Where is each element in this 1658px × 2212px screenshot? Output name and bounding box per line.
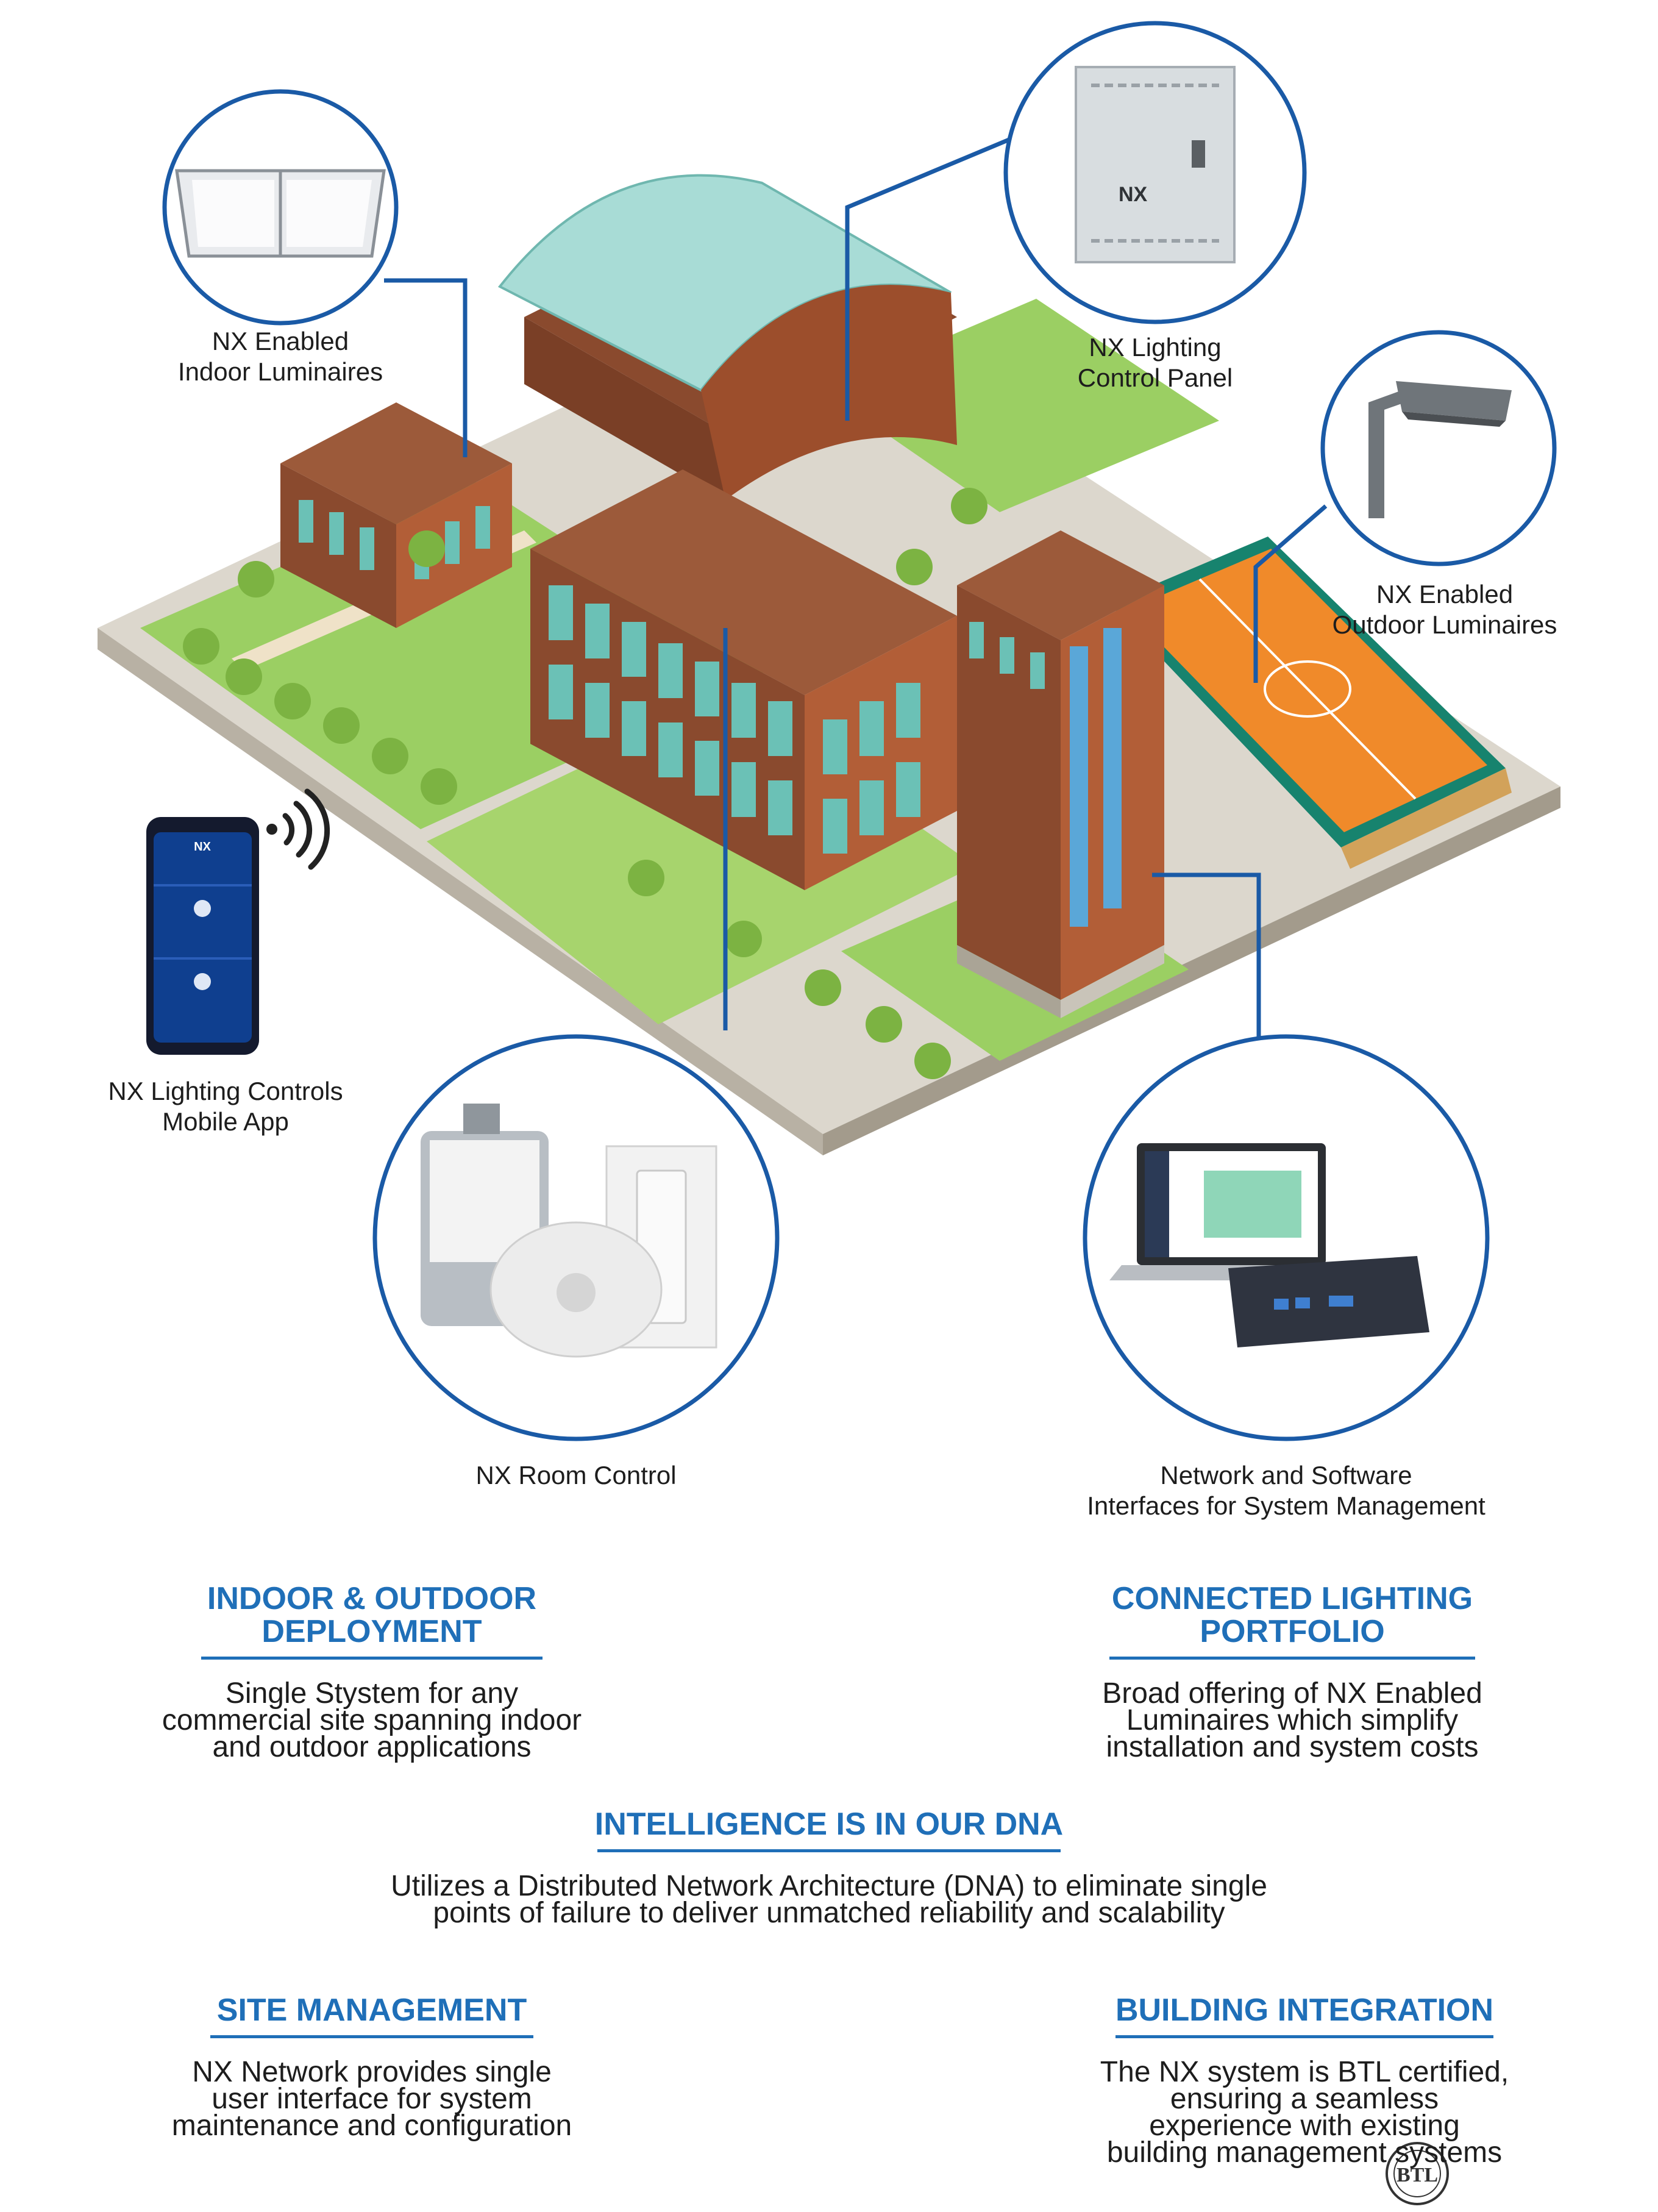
feature-title: INTELLIGENCE IS IN OUR DNA bbox=[594, 1807, 1064, 1842]
laptop-image bbox=[1109, 1143, 1353, 1280]
basketball-court bbox=[1109, 537, 1512, 869]
network-gateway-image bbox=[1228, 1256, 1429, 1347]
network-software-callout bbox=[1083, 1034, 1490, 1441]
trees bbox=[183, 488, 987, 1079]
feature-body: Utilizes a Distributed Network Architect… bbox=[391, 1870, 1267, 1929]
svg-text:BTL: BTL bbox=[1396, 2164, 1438, 2186]
wifi-signal-icon bbox=[266, 788, 330, 870]
feature-site-management: SITE MANAGEMENT NX Network provides sing… bbox=[104, 1993, 640, 2142]
feature-title: SITE MANAGEMENT bbox=[216, 1993, 527, 2028]
control-panel-callout: NX bbox=[1003, 21, 1307, 324]
room-control-callout bbox=[372, 1034, 780, 1441]
feature-body: The NX system is BTL certified,ensuring … bbox=[1100, 2056, 1509, 2169]
feature-intelligence-dna: INTELLIGENCE IS IN OUR DNA Utilizes a Di… bbox=[280, 1807, 1378, 1929]
left-building bbox=[280, 402, 512, 628]
feature-title: BUILDING INTEGRATION bbox=[1115, 1993, 1494, 2028]
outdoor-luminaire-callout bbox=[1320, 330, 1557, 566]
btl-certification-seal: BTL bbox=[1386, 2142, 1449, 2205]
occupancy-sensor-image bbox=[489, 1221, 663, 1358]
pole-light-image bbox=[1368, 381, 1512, 518]
nx-logo-on-phone: NX bbox=[194, 840, 211, 854]
main-building bbox=[530, 469, 957, 890]
nx-logo-on-panel: NX bbox=[1119, 183, 1148, 206]
callout-connectors bbox=[384, 135, 1328, 1043]
control-panel-image bbox=[1075, 66, 1236, 263]
indoor-luminaire-callout bbox=[162, 89, 399, 326]
tower-building bbox=[957, 530, 1164, 1018]
feature-building-integration: BUILDING INTEGRATION The NX system is BT… bbox=[1012, 1993, 1597, 2169]
mobile-app-phone: NX bbox=[146, 817, 259, 1055]
caption-room-control: NX Room Control bbox=[475, 1461, 677, 1490]
